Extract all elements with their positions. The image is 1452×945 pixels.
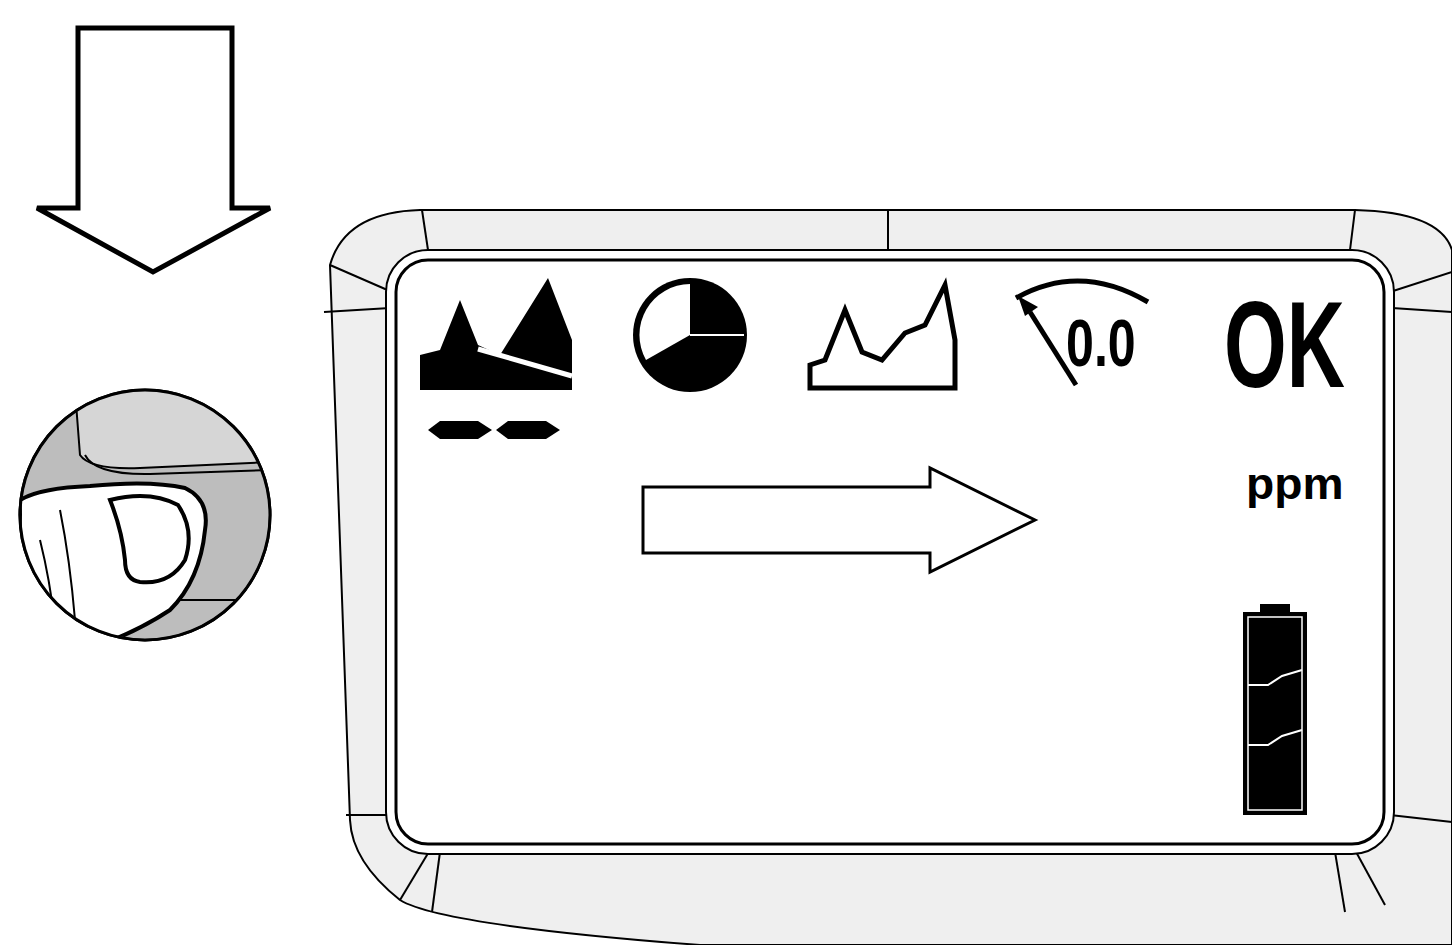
battery-icon — [1243, 604, 1307, 815]
stel-icon — [810, 285, 955, 388]
gauge-reading: 0.0 — [1066, 310, 1136, 376]
unit-label: ppm — [1246, 462, 1344, 506]
press-arrow — [37, 28, 270, 272]
gauge-icon — [1016, 281, 1148, 385]
peak-icon — [420, 278, 572, 439]
direction-arrow — [643, 468, 1035, 572]
device-housing — [324, 210, 1452, 945]
twa-icon — [633, 278, 747, 392]
button-inset — [20, 390, 280, 650]
status-text: OK — [1224, 284, 1345, 406]
